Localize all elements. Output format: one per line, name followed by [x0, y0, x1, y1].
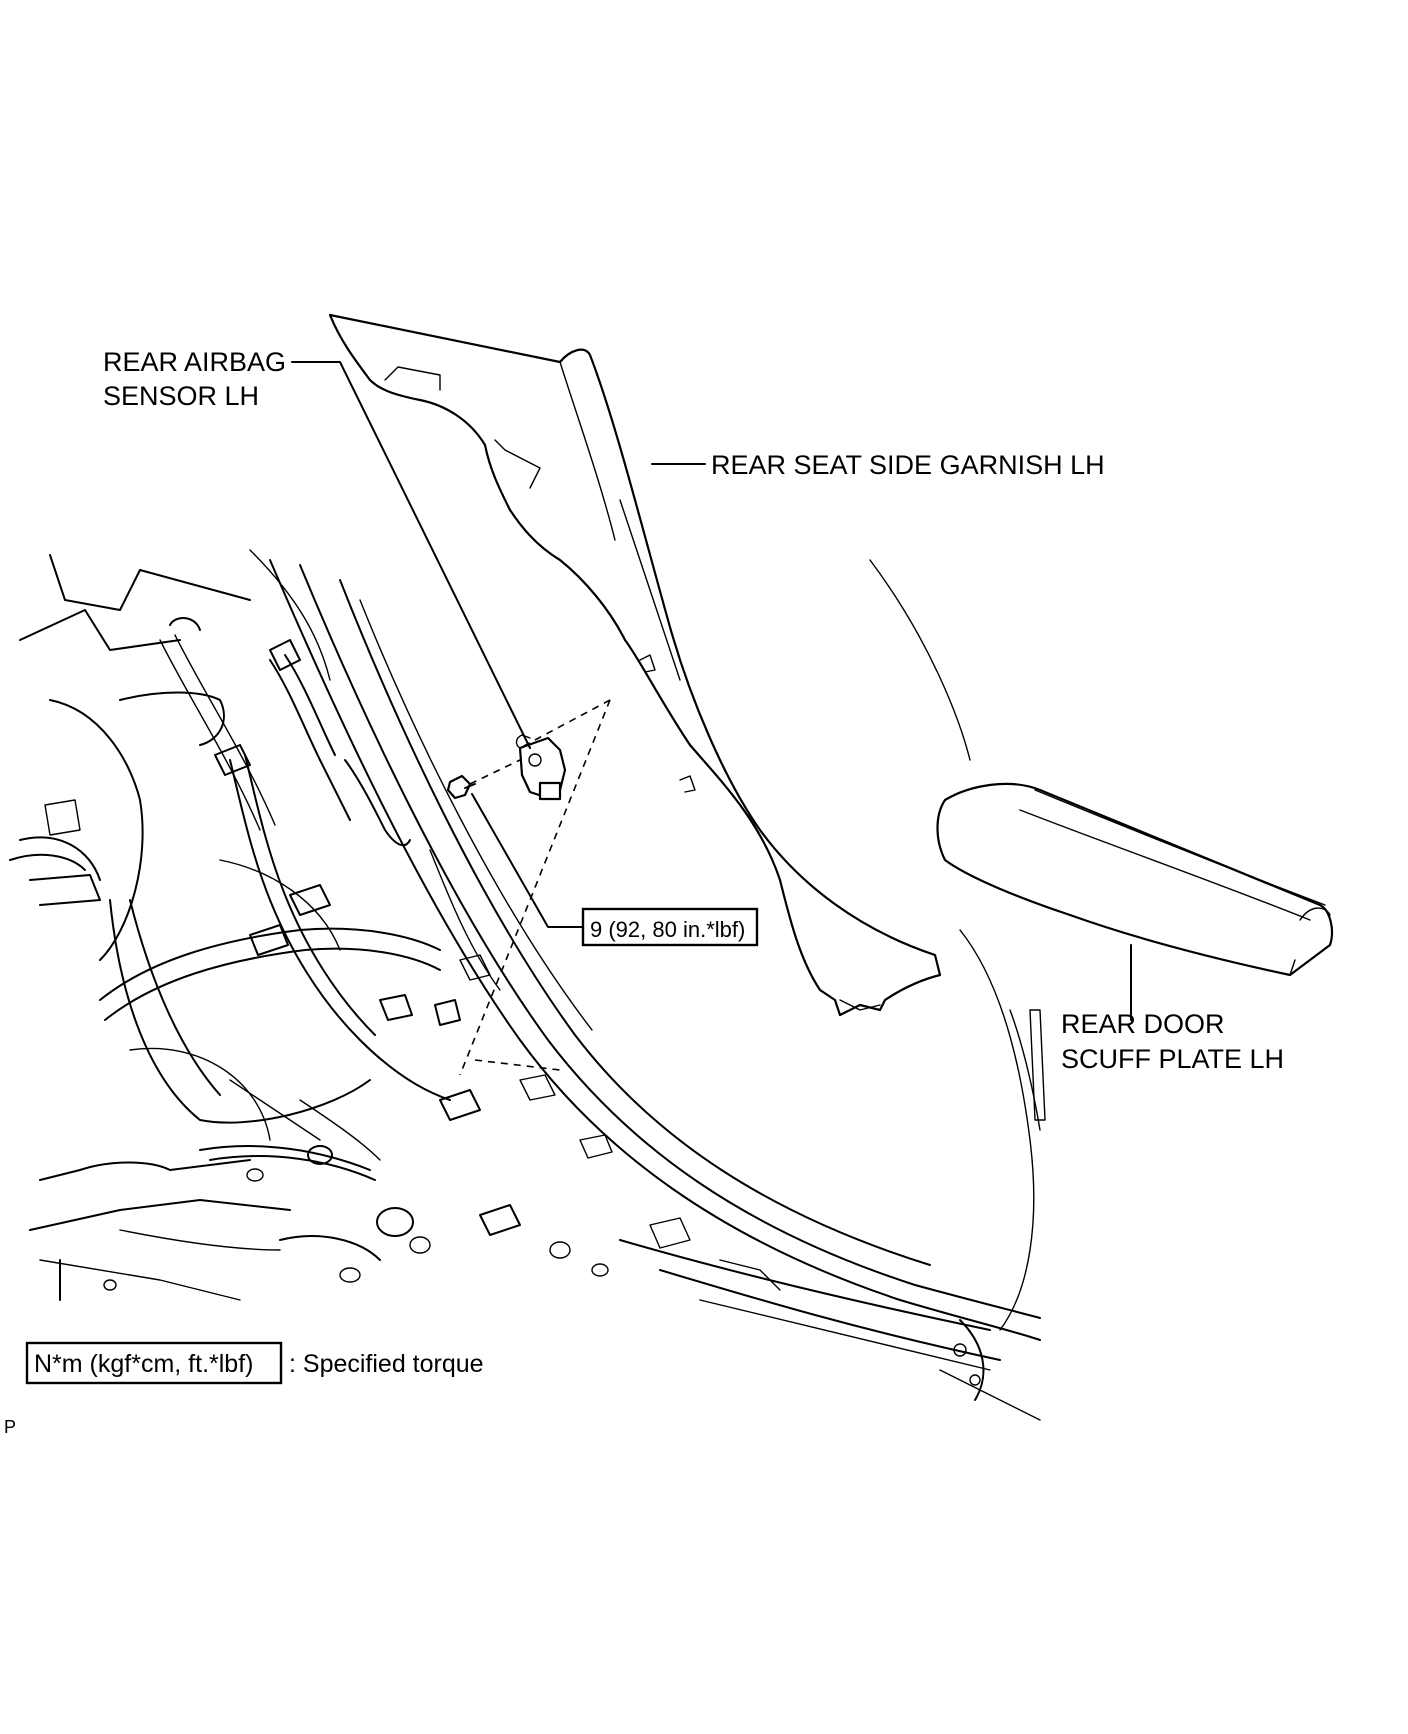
legend-torque-unit: N*m (kgf*cm, ft.*lbf): [34, 1350, 253, 1378]
legend-torque-text: : Specified torque: [289, 1350, 484, 1378]
label-rear-door-scuff-plate-line1: REAR DOOR: [1061, 1009, 1225, 1039]
torque-value: 9 (92, 80 in.*lbf): [590, 917, 745, 942]
label-rear-door-scuff-plate-line2: SCUFF PLATE LH: [1061, 1044, 1284, 1074]
legend-torque-box: [25, 1341, 283, 1385]
rear-airbag-sensor: [515, 734, 567, 801]
label-rear-seat-side-garnish: REAR SEAT SIDE GARNISH LH: [711, 450, 1105, 480]
mounting-bolt-icon: [446, 774, 476, 800]
torque-callout-box: [581, 907, 759, 947]
label-rear-airbag-sensor-line1: REAR AIRBAG: [103, 347, 286, 377]
leader-lines: [291, 361, 1132, 1021]
installation-guide-lines: [459, 699, 611, 1076]
rear-seat-side-garnish: [328, 313, 942, 1017]
label-rear-airbag-sensor-line2: SENSOR LH: [103, 381, 259, 411]
rear-door-scuff-plate: [936, 782, 1334, 977]
corner-mark: P: [4, 1417, 16, 1437]
vehicle-body-structure: [9, 549, 1046, 1421]
